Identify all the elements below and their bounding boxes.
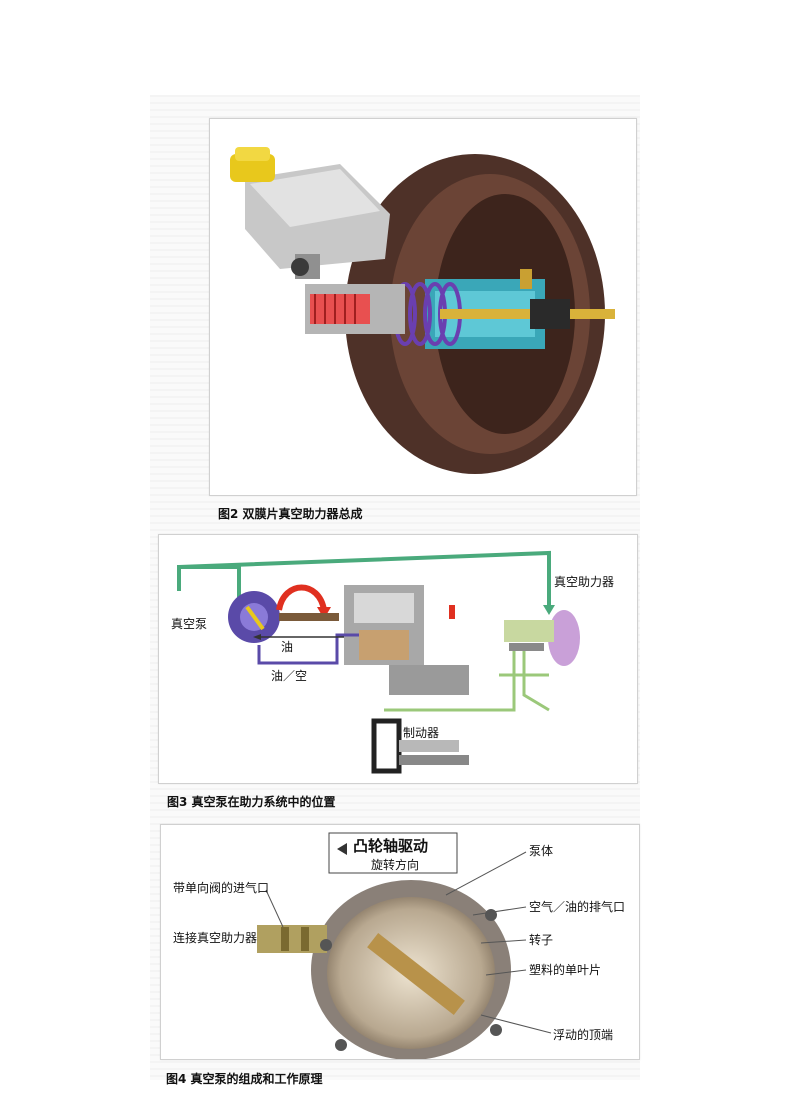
drive-box-subtitle: 旋转方向 — [371, 858, 420, 872]
figure-2-panel: 图2 双膜片真空助力器总成 — [209, 118, 637, 521]
label-rotor: 转子 — [529, 933, 554, 947]
label-vacuum-pump: 真空泵 — [171, 617, 208, 631]
label-vane: 塑料的单叶片 — [529, 963, 602, 977]
label-body: 泵体 — [529, 844, 554, 858]
system-diagram — [177, 550, 580, 774]
figure-4-panel: 凸轮轴驱动 旋转方向 带单向阀的进气口 连接真空助力器 泵体 空气／油的排气口 … — [160, 824, 640, 1060]
figure-3-panel: 真空泵 真空助力器 油 油／空 制动器 图3 真空泵在助力系统中的位置 — [158, 534, 638, 809]
drive-box-title: 凸轮轴驱动 — [353, 837, 429, 855]
figure-3-caption: 图3 真空泵在助力系统中的位置 — [167, 795, 336, 809]
label-booster: 真空助力器 — [554, 575, 615, 589]
vacuum-pump-cutaway — [257, 832, 552, 1059]
vacuum-booster-illustration — [230, 147, 615, 474]
label-exhaust: 空气／油的排气口 — [529, 900, 626, 914]
label-brake: 制动器 — [403, 726, 440, 740]
figure-4-caption: 图4 真空泵的组成和工作原理 — [166, 1072, 323, 1086]
label-oil: 油 — [281, 640, 294, 654]
label-connect: 连接真空助力器 — [173, 931, 258, 945]
label-oil-air: 油／空 — [271, 669, 308, 683]
label-tip: 浮动的顶端 — [553, 1028, 614, 1042]
figure-2-caption: 图2 双膜片真空助力器总成 — [218, 507, 363, 521]
label-inlet: 带单向阀的进气口 — [173, 881, 270, 895]
